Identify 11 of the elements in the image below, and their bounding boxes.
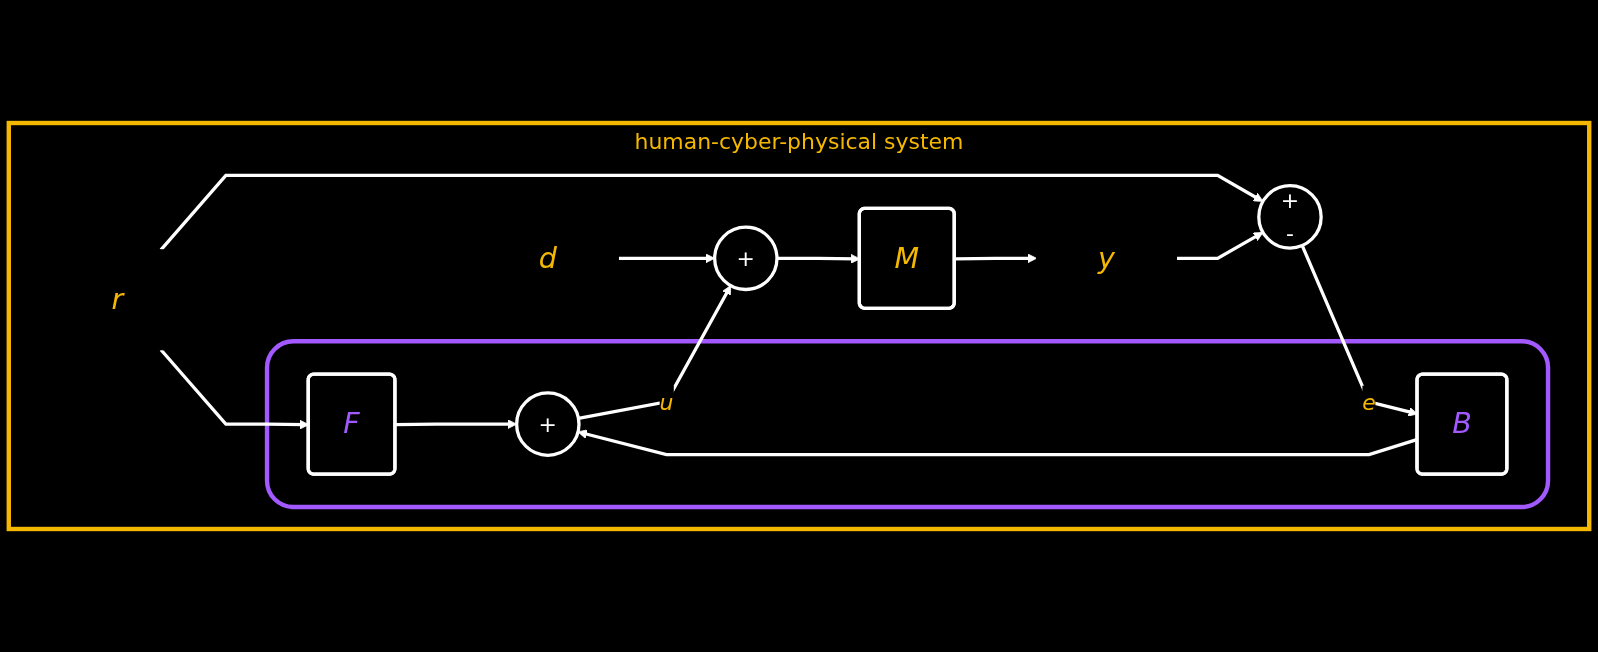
node-circle: + [713, 225, 779, 292]
node-text: r [111, 282, 124, 316]
cluster [264, 339, 1551, 510]
node-text: d [538, 241, 557, 275]
arrow [159, 173, 1264, 251]
node-circle: + - [1257, 184, 1323, 250]
node-text: y [1098, 241, 1115, 275]
node-circle: + [515, 391, 581, 457]
edge-label: e [1362, 388, 1376, 416]
arrow [1176, 231, 1264, 260]
edge-label: u [659, 388, 674, 416]
